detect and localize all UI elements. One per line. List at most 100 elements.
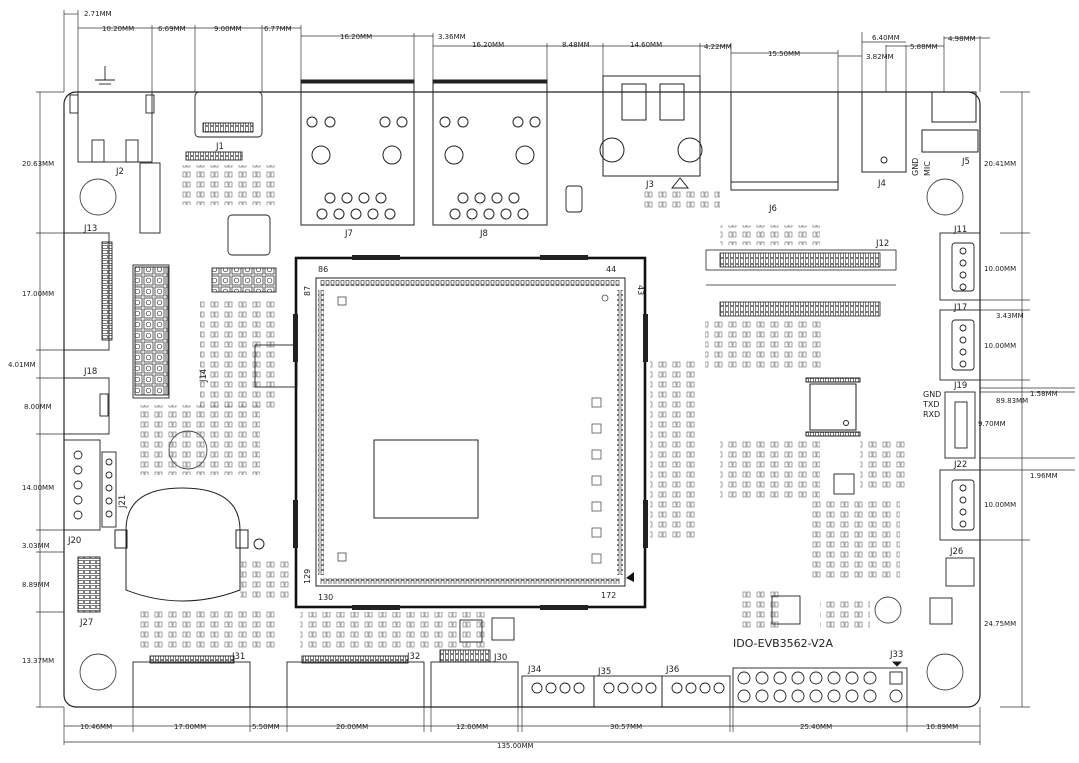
- dim-bottom-1: 10.46MM: [80, 723, 112, 731]
- connector-j27: [77, 556, 101, 613]
- label-j6: J6: [768, 204, 777, 214]
- connector-j18: [63, 377, 110, 435]
- label-j30: J30: [493, 653, 507, 663]
- dim-left-3: 4.01MM: [8, 361, 36, 369]
- dim-top-9: 8.48MM: [562, 41, 590, 49]
- dim-bottom-2: 17.00MM: [174, 723, 206, 731]
- label-j31: J31: [231, 652, 245, 662]
- label-j22: J22: [953, 460, 967, 470]
- som-module: [293, 255, 648, 610]
- label-j20: J20: [67, 536, 81, 546]
- dim-board-width: 135.00MM: [497, 742, 534, 750]
- dim-bottom-6: 30.57MM: [610, 723, 642, 731]
- dim-left-8: 13.37MM: [22, 657, 54, 665]
- pin-87: 87: [303, 286, 312, 296]
- dim-bottom-8: 10.89MM: [926, 723, 958, 731]
- dim-top-15: 5.88MM: [910, 43, 938, 51]
- dim-top-6: 16.20MM: [340, 33, 372, 41]
- connector-j20: [63, 439, 101, 531]
- label-j14: J14: [199, 369, 209, 383]
- pin-43: 43: [636, 285, 645, 295]
- label-j11: J11: [953, 225, 967, 235]
- dimension-left-labels: 20.63MM 17.00MM 4.01MM 8.00MM 14.00MM 3.…: [8, 160, 54, 665]
- board-name: IDO-EVB3562-V2A: [733, 637, 834, 650]
- connector-j2: [69, 66, 155, 163]
- label-j21: J21: [118, 495, 128, 509]
- dim-right-10: 24.75MM: [984, 620, 1016, 628]
- connector-j33: [732, 661, 908, 708]
- connector-j21: [101, 451, 117, 528]
- connector-j6: [730, 91, 839, 191]
- dim-top-3: 6.69MM: [158, 25, 186, 33]
- label-txd: TXD: [922, 400, 940, 409]
- dim-top-7: 3.36MM: [438, 33, 466, 41]
- connector-j8: [432, 79, 548, 226]
- label-mic: MIC: [923, 161, 932, 176]
- label-j8: J8: [479, 229, 488, 239]
- connector-j11: [939, 232, 981, 301]
- connector-j3: [599, 75, 703, 189]
- dim-top-10: 14.60MM: [630, 41, 662, 49]
- connector-j36: [661, 675, 731, 708]
- dimension-bottom-labels: 10.46MM 17.00MM 5.50MM 20.00MM 12.60MM 3…: [80, 723, 958, 750]
- battery-holder: [114, 487, 265, 602]
- dim-left-1: 20.63MM: [22, 160, 54, 168]
- label-j19: J19: [953, 381, 967, 391]
- label-j2: J2: [115, 167, 124, 177]
- smd-components: [140, 165, 910, 650]
- dimension-top-labels: 2.71MM 10.20MM 6.69MM 9.00MM 6.77MM 16.2…: [84, 10, 976, 61]
- pin-172: 172: [601, 591, 616, 600]
- label-rxd: RXD: [923, 410, 940, 419]
- pin-130: 130: [318, 593, 333, 602]
- connector-j4: [861, 91, 907, 173]
- dim-right-5: 1.58MM: [1030, 390, 1058, 398]
- label-j36: J36: [665, 665, 679, 675]
- dim-left-5: 14.00MM: [22, 484, 54, 492]
- dim-right-3: 3.43MM: [996, 312, 1024, 320]
- label-j32: J32: [406, 652, 420, 662]
- dim-left-2: 17.00MM: [22, 290, 54, 298]
- dim-bottom-4: 20.00MM: [336, 723, 368, 731]
- connector-j7: [300, 79, 415, 226]
- power-components: [139, 162, 855, 643]
- label-j12: J12: [875, 239, 889, 249]
- pin-86: 86: [318, 265, 328, 274]
- pin-129: 129: [303, 569, 312, 584]
- dim-left-4: 8.00MM: [24, 403, 52, 411]
- dimension-right-labels: 20.41MM 10.00MM 3.43MM 10.00MM 1.58MM 89…: [978, 160, 1058, 628]
- dimension-lines: [36, 10, 1075, 745]
- label-j35: J35: [597, 667, 611, 677]
- dim-top-2: 10.20MM: [102, 25, 134, 33]
- connector-j17: [939, 309, 981, 381]
- label-j4: J4: [877, 179, 886, 189]
- label-j27: J27: [79, 618, 93, 628]
- mcu-chip: [805, 377, 861, 437]
- dim-top-1: 2.71MM: [84, 10, 112, 18]
- connector-labels: J1 J2 J3 J4 J5 J6 J7 J8 J11 J12 J13 J14 …: [67, 142, 970, 677]
- dim-bottom-3: 5.50MM: [252, 723, 280, 731]
- label-j5: J5: [961, 157, 970, 167]
- dim-left-6: 3.03MM: [22, 542, 50, 550]
- label-j13: J13: [83, 224, 97, 234]
- connector-j13: [63, 232, 113, 351]
- dim-top-8: 16.20MM: [472, 41, 504, 49]
- dim-right-4: 10.00MM: [984, 342, 1016, 350]
- connector-j14: [132, 264, 170, 399]
- label-j3: J3: [645, 180, 654, 190]
- dim-bottom-5: 12.60MM: [456, 723, 488, 731]
- dim-top-14: 3.82MM: [866, 53, 894, 61]
- dim-right-1: 20.41MM: [984, 160, 1016, 168]
- label-gnd-j5: GND: [911, 158, 920, 176]
- label-j34: J34: [527, 665, 541, 675]
- label-j17: J17: [953, 303, 967, 313]
- connector-j31: [132, 655, 251, 708]
- label-j26: J26: [949, 547, 963, 557]
- label-gnd-j19: GND: [923, 390, 941, 399]
- pin-44: 44: [606, 265, 616, 274]
- connector-j22: [939, 469, 981, 541]
- connector-j32: [286, 655, 425, 708]
- dim-right-6: 89.83MM: [996, 397, 1028, 405]
- dim-top-5: 6.77MM: [264, 25, 292, 33]
- connector-j12: [705, 249, 897, 317]
